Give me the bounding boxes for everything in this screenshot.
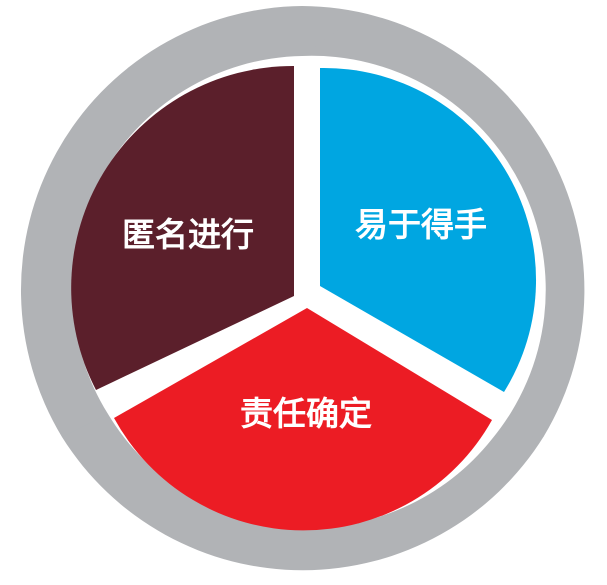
segment-responsibility: [114, 308, 492, 531]
segment-label-anonymous: 匿名进行: [122, 215, 254, 254]
cycle-ring: [20, 6, 585, 571]
pie: [71, 65, 537, 531]
segment-anonymous: [71, 65, 295, 391]
segment-label-accessible: 易于得手: [355, 205, 487, 244]
cycle-arrow-arc-bottom: [62, 388, 544, 571]
cycle-arrow-arc-left: [20, 6, 338, 437]
segment-accessible: [320, 67, 537, 392]
segment-label-responsibility: 责任确定: [240, 394, 372, 433]
cycle-arrow-arc-top: [302, 6, 585, 482]
